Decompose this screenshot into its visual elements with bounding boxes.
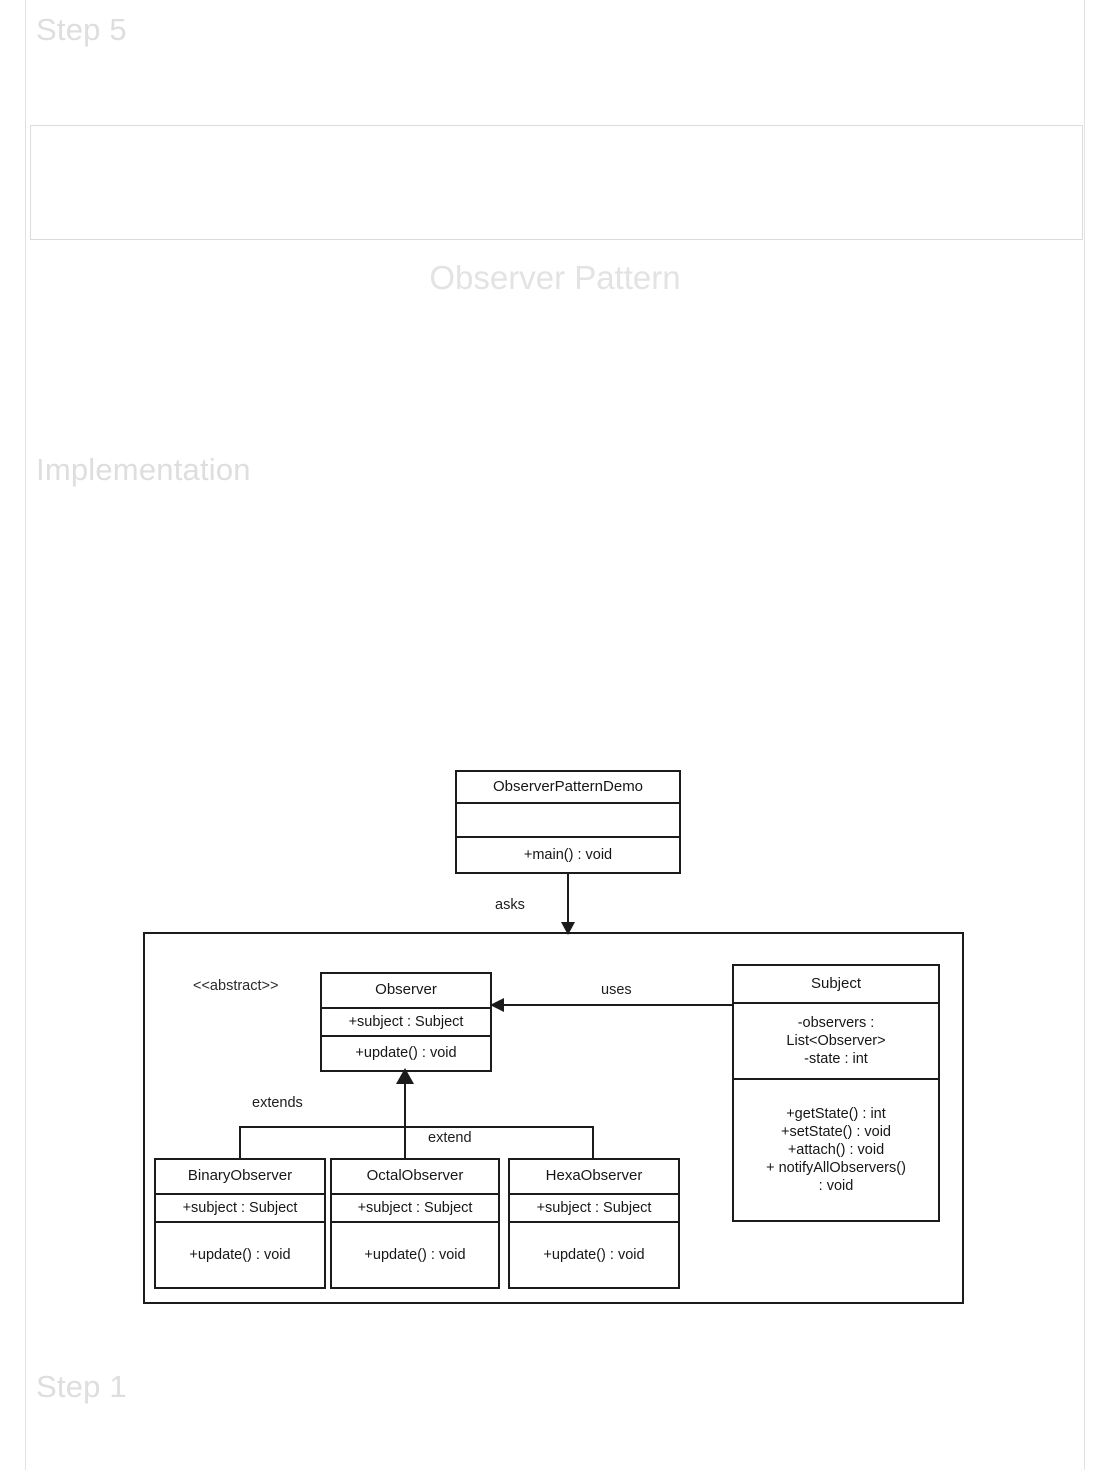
uml-class-octalobserver[interactable]: OctalObserver +subject : Subject +update… (330, 1158, 500, 1289)
uml-class-hexaobserver[interactable]: HexaObserver +subject : Subject +update(… (508, 1158, 680, 1289)
inheritance-arrowhead-icon (396, 1068, 414, 1084)
inheritance-drop-hexa (592, 1126, 594, 1159)
class-attributes-observerpatterndemo (457, 802, 679, 836)
inheritance-stem-line (404, 1080, 406, 1128)
class-operations-subject: +getState() : int +setState() : void +at… (734, 1078, 938, 1220)
class-operations-binaryobserver: +update() : void (156, 1221, 324, 1287)
subject-attr-line: -state : int (804, 1051, 868, 1068)
empty-content-panel (30, 125, 1083, 240)
class-name-observer: Observer (375, 981, 437, 999)
class-operations-octalobserver: +update() : void (332, 1221, 498, 1287)
uml-class-subject[interactable]: Subject -observers : List<Observer> -sta… (732, 964, 940, 1222)
edge-label-asks: asks (495, 897, 525, 913)
class-name-octalobserver: OctalObserver (366, 1167, 464, 1185)
subject-op-line: +setState() : void (780, 1123, 891, 1140)
edge-uses-arrowhead-icon (490, 998, 504, 1012)
inheritance-drop-octal (404, 1126, 406, 1159)
class-attributes-hexaobserver: +subject : Subject (510, 1193, 678, 1221)
page-right-rule (1084, 0, 1085, 1470)
class-operations-hexaobserver: +update() : void (510, 1221, 678, 1287)
class-name-hexaobserver: HexaObserver (545, 1167, 643, 1185)
stereotype-label-abstract: <<abstract>> (193, 978, 279, 994)
class-operations-observer: +update() : void (322, 1035, 490, 1070)
class-name-binaryobserver: BinaryObserver (187, 1167, 293, 1185)
subject-attr-line: -observers : (797, 1014, 875, 1031)
edge-asks-arrowhead-icon (561, 922, 575, 935)
class-attributes-octalobserver: +subject : Subject (332, 1193, 498, 1221)
class-name-subject: Subject (810, 974, 862, 992)
page-left-rule (25, 0, 26, 1470)
inheritance-bar-line (239, 1126, 594, 1128)
edge-asks-line (567, 874, 569, 930)
class-attributes-observer: +subject : Subject (322, 1007, 490, 1035)
class-name-observerpatterndemo: ObserverPatternDemo (492, 777, 644, 795)
subject-attr-line: List<Observer> (786, 1032, 886, 1049)
uml-class-observerpatterndemo[interactable]: ObserverPatternDemo +main() : void (455, 770, 681, 874)
edge-label-extend: extend (428, 1130, 472, 1146)
inheritance-drop-binary (239, 1126, 241, 1159)
package-frame (143, 932, 964, 1304)
class-attributes-subject: -observers : List<Observer> -state : int (734, 1002, 938, 1078)
section-heading-implementation: Implementation (36, 452, 251, 487)
edge-label-extends: extends (252, 1095, 303, 1111)
edge-label-uses: uses (601, 982, 632, 998)
uml-class-observer[interactable]: Observer +subject : Subject +update() : … (320, 972, 492, 1072)
page-title: Observer Pattern (429, 259, 681, 296)
uml-class-binaryobserver[interactable]: BinaryObserver +subject : Subject +updat… (154, 1158, 326, 1289)
page-heading-step-1: Step 1 (36, 1369, 127, 1404)
subject-op-line: +attach() : void (787, 1141, 885, 1158)
subject-op-line: + notifyAllObservers() (766, 1160, 906, 1177)
page-heading-step-5: Step 5 (36, 12, 127, 47)
subject-op-line: : void (818, 1178, 854, 1195)
edge-uses-line (500, 1004, 733, 1006)
class-operations-observerpatterndemo: +main() : void (457, 836, 679, 872)
class-attributes-binaryobserver: +subject : Subject (156, 1193, 324, 1221)
subject-op-line: +getState() : int (786, 1105, 886, 1122)
